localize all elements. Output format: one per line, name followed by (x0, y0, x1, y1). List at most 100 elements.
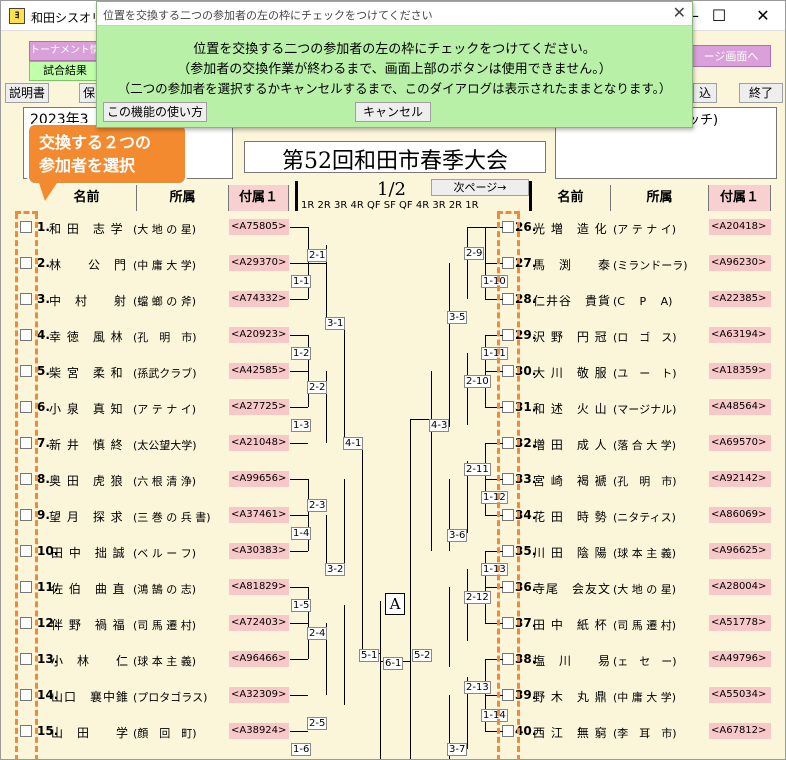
right-player-checkbox[interactable] (502, 509, 514, 521)
bracket-line (380, 601, 381, 759)
manual-tab[interactable]: 説明書 (5, 83, 49, 103)
left-player-checkbox[interactable] (20, 221, 32, 233)
next-page-button[interactable]: 次ページ→ (431, 179, 529, 196)
left-player-checkbox[interactable] (20, 401, 32, 413)
dialog-message-3: （二つの参加者を選択するかキャンセルするまで、このダイアログは表示されたままとな… (117, 81, 672, 96)
right-player-code: <A48564> (709, 399, 771, 415)
left-player-number: 4. (37, 328, 50, 342)
bracket-line (485, 443, 486, 515)
left-player-checkbox[interactable] (20, 617, 32, 629)
left-player-checkbox[interactable] (20, 473, 32, 485)
right-player-checkbox[interactable] (502, 329, 514, 341)
left-player-checkbox[interactable] (20, 689, 32, 701)
page-screen-button[interactable]: ージ画面へ (691, 45, 771, 67)
bracket-line (326, 515, 327, 575)
left-match-label: 4-1 (343, 437, 364, 450)
right-match-label: 1-13 (481, 563, 508, 576)
right-player-affiliation: (司 馬 遷 村) (613, 619, 677, 632)
left-player-number: 11. (37, 580, 59, 594)
selection-highlight-right-a (497, 213, 500, 759)
bracket-line (485, 227, 486, 299)
left-bracket-line (290, 659, 308, 660)
left-player-checkbox[interactable] (20, 293, 32, 305)
bracket-line (344, 605, 345, 705)
selection-highlight-left-b (35, 213, 38, 759)
right-player-number: 39. (515, 688, 537, 702)
left-player-name: 林 公 門 (49, 258, 128, 272)
left-player-checkbox[interactable] (20, 437, 32, 449)
right-player-checkbox[interactable] (502, 725, 514, 737)
left-player-checkbox[interactable] (20, 725, 32, 737)
left-player-checkbox[interactable] (20, 545, 32, 557)
left-player-affiliation: (ベ ル ー フ) (133, 547, 197, 560)
left-player-code: <A29370> (229, 255, 289, 271)
save-tab[interactable]: 保 (79, 83, 99, 103)
dialog-close-button[interactable]: ✕ (672, 3, 686, 22)
bracket-line (431, 521, 432, 551)
left-player-name: 山口 襄中錐 (51, 690, 130, 704)
right-bracket-line (485, 551, 503, 552)
right-player-checkbox[interactable] (502, 221, 514, 233)
left-player-affiliation: (三 巻 の 兵 書) (133, 511, 211, 524)
left-player-checkbox[interactable] (20, 653, 32, 665)
exit-button[interactable]: 終了 (739, 83, 783, 103)
left-player-checkbox[interactable] (20, 509, 32, 521)
right-player-code: <A22385> (709, 291, 771, 307)
left-match-label: 1-3 (291, 419, 312, 432)
right-player-checkbox[interactable] (502, 437, 514, 449)
right-header-divider (529, 181, 532, 211)
right-player-checkbox[interactable] (502, 545, 514, 557)
tournament-edit-button[interactable]: トーナメント情報編集 (29, 41, 101, 74)
bracket-line (467, 461, 468, 533)
right-bracket-line (485, 623, 503, 624)
right-player-checkbox[interactable] (502, 257, 514, 269)
right-player-checkbox[interactable] (502, 365, 514, 377)
cancel-button[interactable]: キャンセル (355, 102, 431, 122)
selection-highlight-left-top (15, 211, 38, 214)
right-player-checkbox[interactable] (502, 617, 514, 629)
right-player-checkbox[interactable] (502, 653, 514, 665)
maximize-button[interactable]: ☐ (711, 6, 727, 25)
left-player-name: 伴 野 禍 福 (51, 618, 126, 632)
right-player-name: 田 中 紙 杯 (533, 618, 608, 632)
right-player-affiliation: (李 耳 市) (613, 727, 677, 740)
right-player-number: 32. (515, 436, 537, 450)
tournament-title: 第52回和田市春季大会 (282, 149, 508, 174)
right-player-checkbox[interactable] (502, 689, 514, 701)
left-player-checkbox[interactable] (20, 581, 32, 593)
left-player-code: <A32309> (229, 687, 289, 703)
left-player-name: 田 中 拙 誠 (51, 546, 126, 560)
help-button[interactable]: この機能の使い方 (103, 102, 207, 122)
right-player-affiliation: (ェ セ ー) (613, 655, 677, 668)
right-player-affiliation: (ニタティス) (613, 511, 676, 524)
left-bracket-line (290, 227, 308, 228)
left-player-affiliation: (中 庸 大 学) (133, 259, 197, 272)
right-match-label: 3-6 (447, 529, 468, 542)
right-player-affiliation: (ロ ゴ ス) (613, 331, 677, 344)
right-player-checkbox[interactable] (502, 473, 514, 485)
right-player-checkbox[interactable] (502, 293, 514, 305)
import-tab[interactable]: 込 (693, 83, 717, 103)
right-player-checkbox[interactable] (502, 401, 514, 413)
left-player-name: 望 月 探 求 (49, 510, 124, 524)
left-player-checkbox[interactable] (20, 257, 32, 269)
left-player-number: 13. (37, 652, 59, 666)
bracket-line (308, 335, 309, 407)
right-player-code: <A63194> (709, 327, 771, 343)
left-player-checkbox[interactable] (20, 329, 32, 341)
left-player-checkbox[interactable] (20, 365, 32, 377)
right-player-code: <A18359> (709, 363, 771, 379)
right-player-checkbox[interactable] (502, 581, 514, 593)
bracket-line (344, 325, 345, 443)
close-button[interactable]: ✕ (756, 6, 770, 25)
match-result-button[interactable]: 試合結果 (29, 61, 101, 81)
right-bracket-line (485, 479, 503, 480)
right-player-name: 大 川 敬 服 (533, 366, 608, 380)
page-indicator: 1/2 (377, 179, 406, 200)
right-player-affiliation: (ユ ー ト) (613, 367, 677, 380)
right-player-number: 37. (515, 616, 537, 630)
bracket-line (308, 263, 326, 264)
left-match-label: 3-1 (325, 317, 346, 330)
round-labels: 1R 2R 3R 4R QF SF QF 4R 3R 2R 1R (301, 200, 479, 211)
left-match-label: 1-1 (291, 275, 312, 288)
